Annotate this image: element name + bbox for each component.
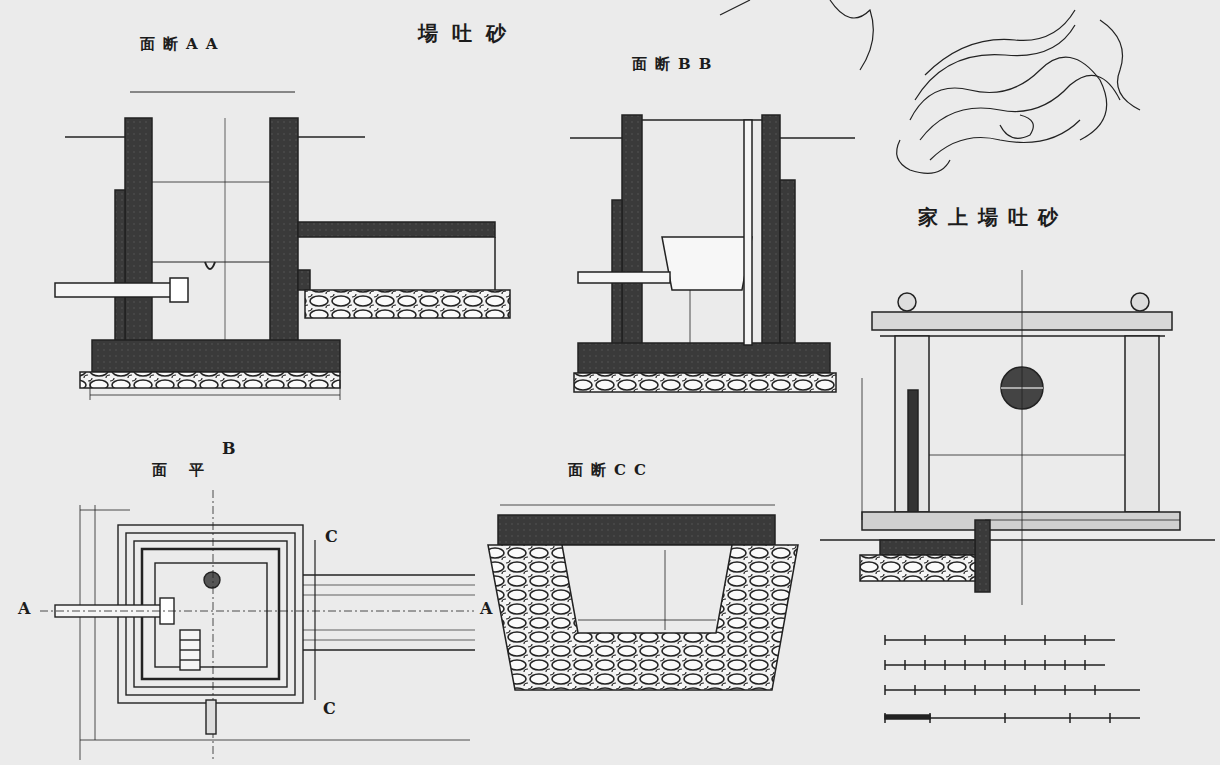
view-title: 面平: [152, 462, 226, 479]
view-title: 家上場吐砂: [918, 206, 1068, 228]
plan-view: [40, 490, 475, 762]
view-title: 面断BB: [632, 56, 719, 73]
section-aa: [55, 92, 510, 400]
view-title: 面断CC: [568, 462, 654, 479]
drawing-title: 場吐砂: [418, 22, 520, 44]
scale-bars: [885, 635, 1140, 723]
section-cc: [488, 505, 798, 690]
section-marker: C: [323, 700, 336, 718]
section-marker: B: [222, 440, 236, 458]
section-marker: A: [18, 600, 30, 618]
section-marker: C: [325, 528, 338, 546]
section-bb: [570, 115, 855, 392]
contour-sketch: [720, 0, 1140, 173]
house-elevation: [820, 270, 1215, 605]
view-title: 面断AA: [140, 36, 225, 53]
section-marker: A: [480, 600, 492, 618]
